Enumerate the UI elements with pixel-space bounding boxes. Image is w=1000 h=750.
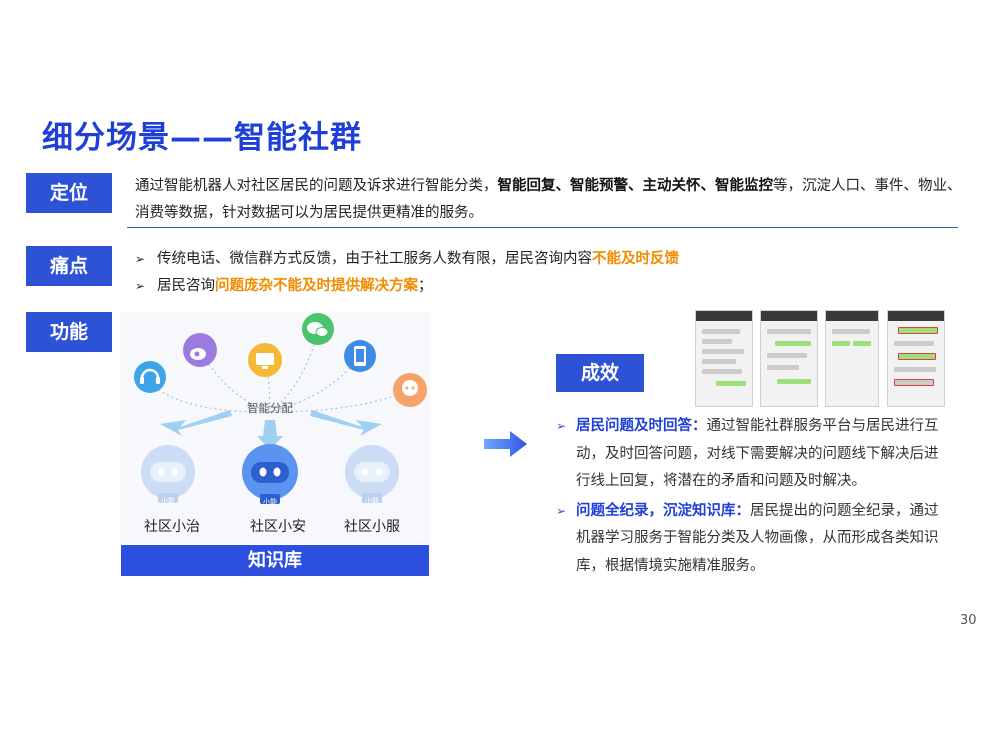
phone-icon [344,340,376,372]
dingwei-bold2: 智能预警 [570,178,628,194]
dingwei-line2: 消费等数据，针对数据可以为居民提供更精准的服务。 [135,205,483,221]
robot-badge-1: 小能 [161,497,175,505]
right-arrow-icon [484,431,527,457]
tag-tongdian: 痛点 [26,246,112,286]
chat-screenshot-3 [825,310,879,407]
robot-xiaoan-icon [242,444,298,504]
effect-item-2-text: 居民提出的问题全纪录，通过机器学习服务于智能分类及人物画像，从而形成各类知识库，… [576,502,939,574]
tongdian-b1-text: 传统电话、微信群方式反馈，由于社工服务人数有限，居民咨询内容 [157,251,592,267]
dingwei-bold4: 智能监控 [715,178,773,194]
center-label: 智能分配 [247,401,293,415]
bullet-arrow-icon: ➢ [135,279,146,293]
robot-label-1: 社区小治 [144,519,200,535]
knowledge-base-bar: 知识库 [121,545,429,576]
robot-label-3: 社区小服 [344,519,400,535]
chat-screenshot-1 [695,310,753,407]
dingwei-seg2: 等，沉淀人口、事件、物业、 [773,178,962,194]
dingwei-bold3: 主动关怀 [642,178,701,194]
tongdian-list: ➢ 传统电话、微信群方式反馈，由于社工服务人数有限，居民咨询内容不能及时反馈 ➢… [135,246,955,300]
function-diagram-svg [134,313,427,504]
dingwei-sep1: 、 [555,178,571,194]
robot-xiaozhi-icon [141,445,195,503]
robot-badge-2: 小能 [263,498,277,506]
dingwei-sep2: 、 [628,178,643,194]
dingwei-seg1: 通过智能机器人对社区居民的问题及诉求进行智能分类， [135,178,498,194]
effect-item-2: ➢ 问题全纪录，沉淀知识库：居民提出的问题全纪录，通过机器学习服务于智能分类及人… [556,498,951,581]
effect-item-1: ➢ 居民问题及时回答：通过智能社群服务平台与居民进行互动，及时回答问题，对线下需… [556,413,951,496]
robot-badge-3: 小能 [365,497,379,505]
chat-bot-icon [393,373,427,407]
robot-xiaofu-icon [345,445,399,503]
bullet-arrow-icon: ➢ [556,503,567,518]
weibo-icon [183,333,217,367]
section-divider [127,227,958,228]
function-diagram: 智能分配 小能 小能 小能 社区小治 社区小安 社区小服 [120,312,430,544]
wechat-icon [302,313,334,345]
tag-dingwei: 定位 [26,173,112,213]
chat-screenshots [695,310,945,407]
tongdian-b2-end: ； [418,278,433,294]
dingwei-bold1: 智能回复 [497,178,556,194]
bullet-arrow-icon: ➢ [556,419,567,433]
distribution-arrows [160,410,382,450]
tongdian-bullet-1: ➢ 传统电话、微信群方式反馈，由于社工服务人数有限，居民咨询内容不能及时反馈 [135,246,955,273]
tongdian-b2-highlight: 问题庞杂不能及时提供解决方案 [215,278,418,294]
dingwei-sep3: 、 [700,178,716,194]
robot-label-2: 社区小安 [250,519,306,535]
tongdian-b1-highlight: 不能及时反馈 [592,251,679,267]
chat-screenshot-4 [887,310,945,407]
tongdian-bullet-2: ➢ 居民咨询问题庞杂不能及时提供解决方案； [135,273,955,300]
tag-gongneng: 功能 [26,312,112,352]
monitor-icon [248,343,282,377]
effect-item-2-label: 问题全纪录，沉淀知识库： [576,502,750,519]
tongdian-b2-text: 居民咨询 [157,278,215,294]
chat-screenshot-2 [760,310,818,407]
tag-chengxiao: 成效 [556,354,644,392]
headset-icon [134,361,166,393]
effect-list: ➢ 居民问题及时回答：通过智能社群服务平台与居民进行互动，及时回答问题，对线下需… [556,413,951,582]
dingwei-text: 通过智能机器人对社区居民的问题及诉求进行智能分类，智能回复、智能预警、主动关怀、… [135,173,970,227]
bullet-arrow-icon: ➢ [135,252,146,266]
effect-item-1-text: 通过智能社群服务平台与居民进行互动，及时回答问题，对线下需要解决的问题线下解决后… [576,418,939,489]
effect-item-1-label: 居民问题及时回答： [576,418,707,434]
page-number: 30 [960,613,977,628]
page-title: 细分场景——智能社群 [42,120,362,156]
